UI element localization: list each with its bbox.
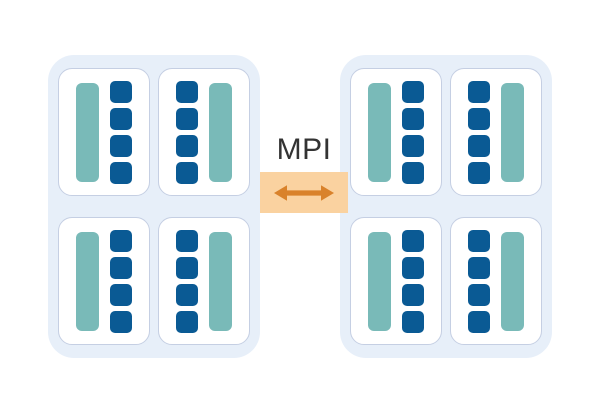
cpu-core [176, 229, 198, 252]
cpu-core [402, 134, 424, 157]
cpu-core [176, 134, 198, 157]
cpu-core [468, 161, 490, 184]
mpi-interconnect: MPI [260, 128, 348, 220]
cpu-core [110, 310, 132, 333]
cpu-socket [58, 68, 150, 196]
cpu-core [402, 107, 424, 130]
cpu-core [110, 80, 132, 103]
cpu-socket [450, 68, 542, 196]
cpu-core [110, 283, 132, 306]
compute-node-left [48, 55, 260, 358]
compute-node-right [340, 55, 552, 358]
cpu-socket [350, 217, 442, 345]
memory-bar [501, 231, 524, 331]
core-group [110, 80, 132, 184]
cpu-core [468, 80, 490, 103]
memory-bar [76, 231, 99, 331]
cpu-core [110, 134, 132, 157]
double-headed-horizontal-arrow-icon [273, 182, 335, 204]
cpu-core [402, 229, 424, 252]
cpu-core [110, 107, 132, 130]
cpu-core [110, 161, 132, 184]
core-group [110, 229, 132, 333]
cpu-socket [58, 217, 150, 345]
core-group [468, 229, 490, 333]
cpu-core [176, 283, 198, 306]
cpu-core [468, 256, 490, 279]
mpi-arrow-box [260, 172, 348, 213]
memory-bar [209, 82, 232, 182]
cpu-core [402, 283, 424, 306]
memory-bar [368, 82, 391, 182]
mpi-label: MPI [276, 133, 332, 166]
cpu-core [176, 107, 198, 130]
cpu-core [468, 283, 490, 306]
cpu-core [110, 256, 132, 279]
memory-bar [368, 231, 391, 331]
cpu-core [176, 310, 198, 333]
cpu-core [468, 229, 490, 252]
cpu-socket [450, 217, 542, 345]
core-group [468, 80, 490, 184]
cpu-core [402, 310, 424, 333]
cpu-core [176, 256, 198, 279]
memory-bar [209, 231, 232, 331]
cpu-socket [158, 68, 250, 196]
cpu-core [468, 107, 490, 130]
core-group [402, 80, 424, 184]
cpu-socket [158, 217, 250, 345]
cpu-core [110, 229, 132, 252]
cpu-core [402, 161, 424, 184]
cpu-core [468, 134, 490, 157]
cpu-core [176, 80, 198, 103]
cpu-core [176, 161, 198, 184]
memory-bar [76, 82, 99, 182]
core-group [176, 229, 198, 333]
cpu-socket [350, 68, 442, 196]
core-group [176, 80, 198, 184]
core-group [402, 229, 424, 333]
cpu-core [402, 256, 424, 279]
cpu-core [402, 80, 424, 103]
memory-bar [501, 82, 524, 182]
cpu-core [468, 310, 490, 333]
